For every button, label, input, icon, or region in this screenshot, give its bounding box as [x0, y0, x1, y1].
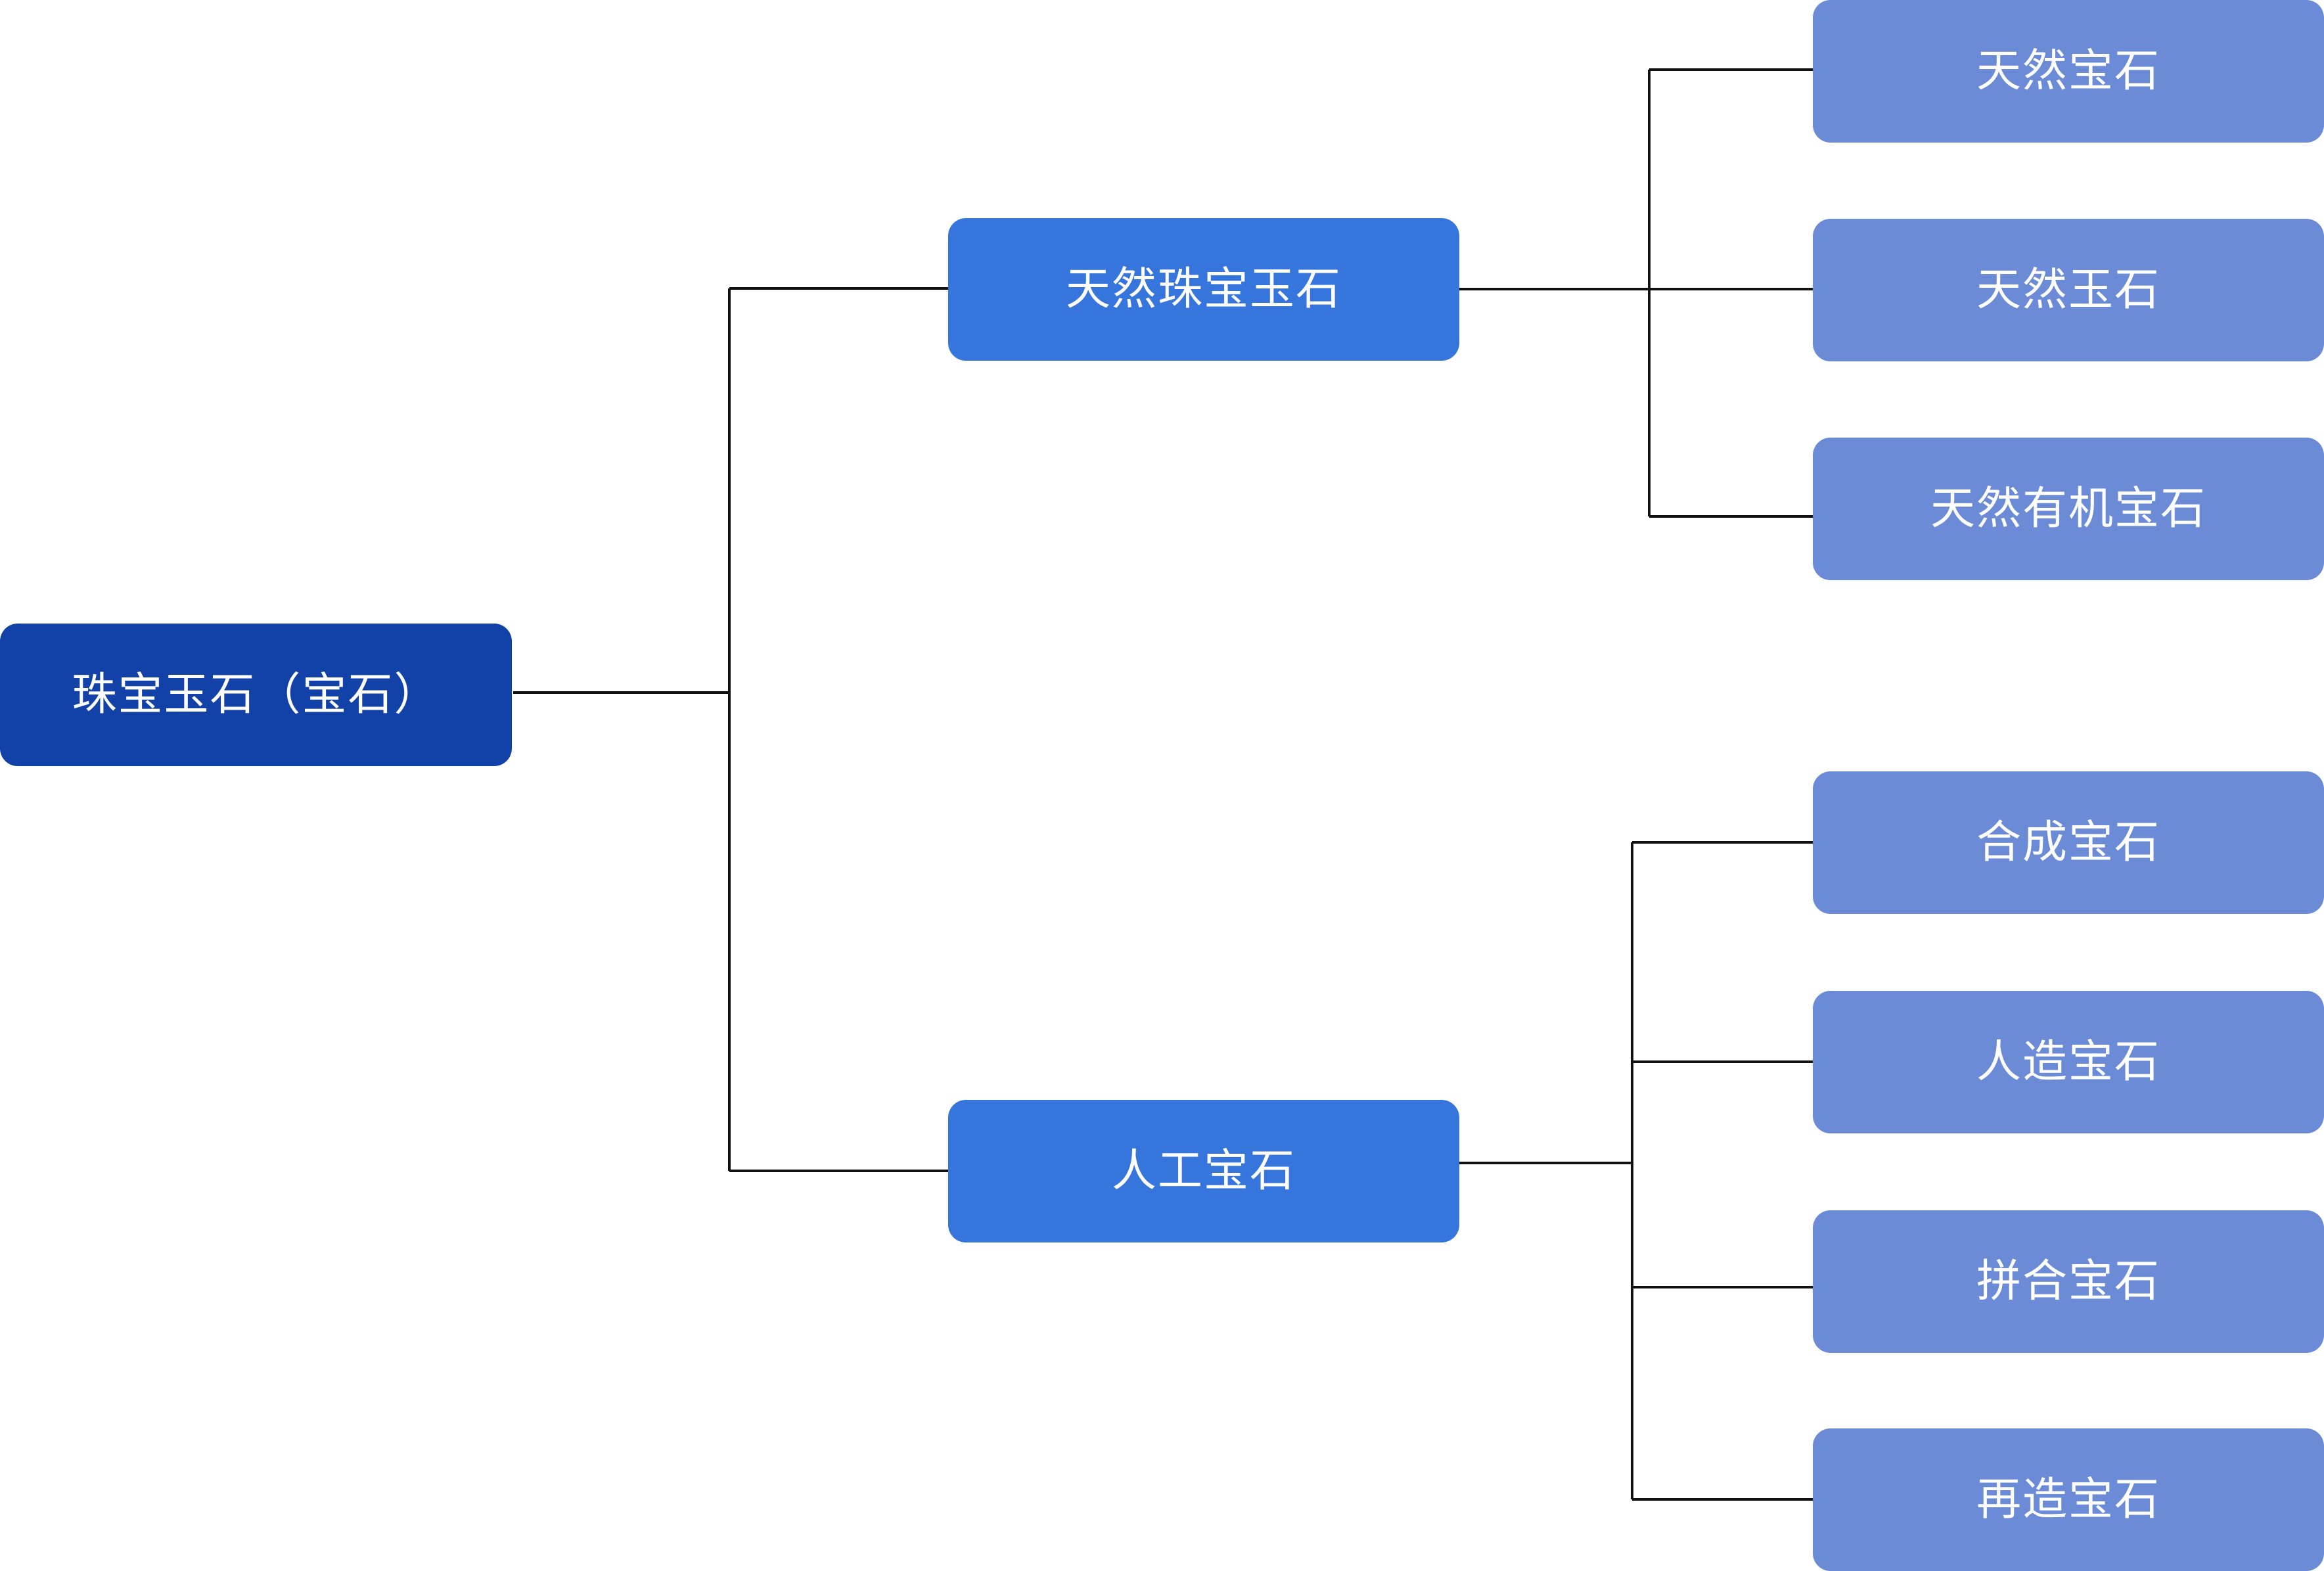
branch-node-artificial: 人工宝石: [948, 1100, 1459, 1242]
leaf-node-label: 天然宝石: [1976, 45, 2160, 97]
leaf-node-man-made: 人造宝石: [1813, 991, 2324, 1133]
leaf-node-synthetic: 合成宝石: [1813, 771, 2324, 914]
leaf-node-label: 再造宝石: [1976, 1473, 2160, 1526]
root-node: 珠宝玉石（宝石）: [0, 624, 512, 766]
leaf-node-label: 天然有机宝石: [1930, 482, 2206, 535]
branch-node-label: 人工宝石: [1111, 1145, 1296, 1197]
leaf-node-reconstructed: 再造宝石: [1813, 1428, 2324, 1571]
branch-node-label: 天然珠宝玉石: [1065, 263, 1342, 315]
leaf-node-natural-jade: 天然玉石: [1813, 219, 2324, 361]
leaf-node-label: 人造宝石: [1976, 1036, 2160, 1088]
leaf-node-composite: 拼合宝石: [1813, 1210, 2324, 1353]
branch-node-natural: 天然珠宝玉石: [948, 218, 1459, 361]
leaf-node-label: 合成宝石: [1976, 816, 2160, 869]
leaf-node-label: 天然玉石: [1976, 263, 2160, 316]
leaf-node-label: 拼合宝石: [1976, 1255, 2160, 1308]
root-node-label: 珠宝玉石（宝石）: [72, 668, 440, 721]
leaf-node-natural-organic: 天然有机宝石: [1813, 438, 2324, 580]
leaf-node-natural-gem: 天然宝石: [1813, 0, 2324, 143]
